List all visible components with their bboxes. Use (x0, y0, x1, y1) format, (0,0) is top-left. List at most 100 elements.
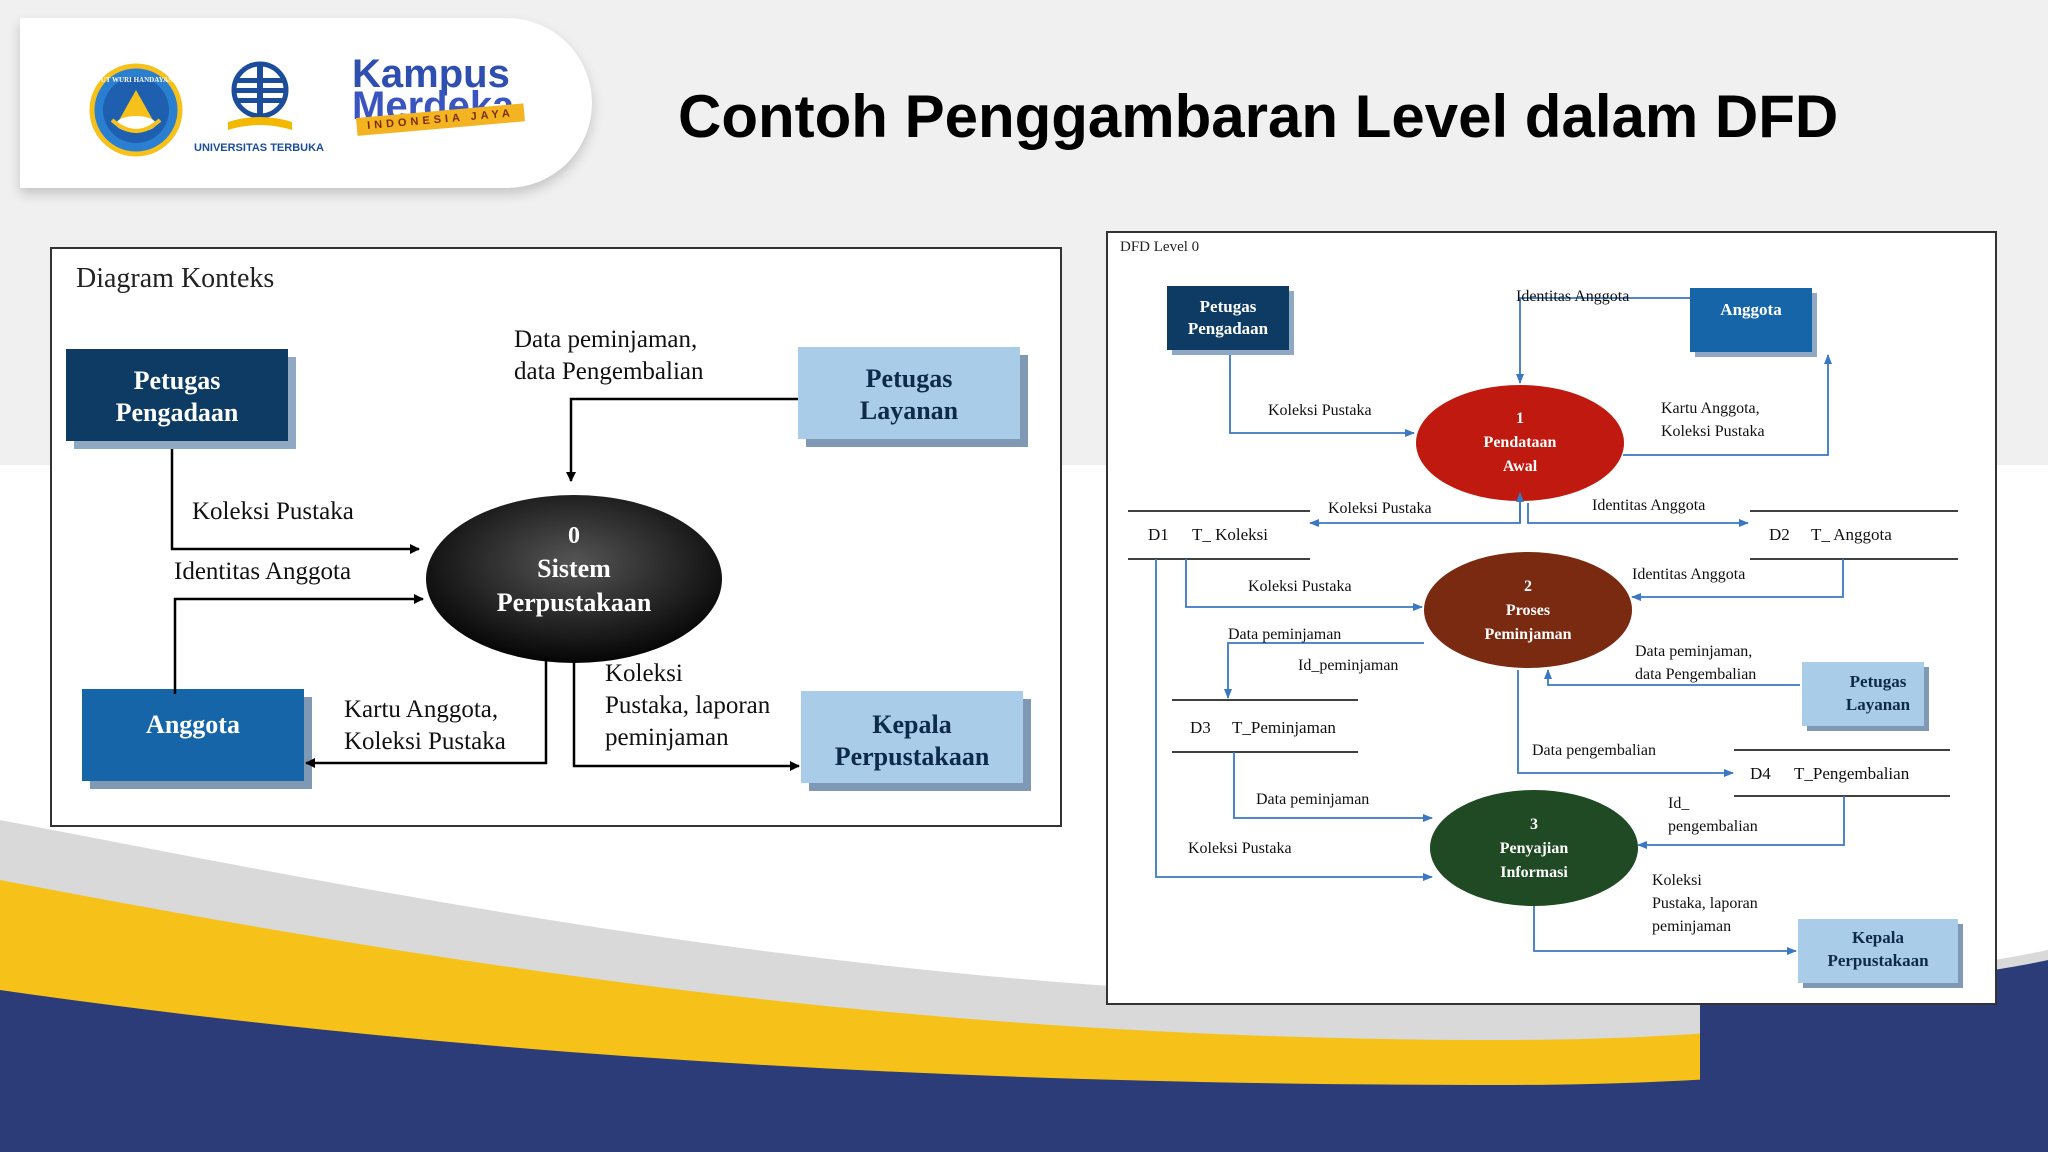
svg-text:Perpustakaan: Perpustakaan (1827, 951, 1929, 970)
flow-label-koleksi-pustaka-2: Koleksi Pustaka (344, 728, 506, 755)
dfd-arrow-identitas-anggota-d2 (1527, 503, 1749, 527)
dfd-arrow-koleksi-laporan (1533, 906, 1797, 955)
svg-text:Layanan: Layanan (860, 396, 959, 425)
svg-text:D1: D1 (1148, 525, 1169, 544)
dfd-label-koleksi-pustaka-2: Koleksi Pustaka (1248, 578, 1352, 595)
dfd-label-peminjaman: peminjaman (1652, 918, 1731, 935)
flow-label-data-peminjaman: Data peminjaman, (514, 326, 697, 353)
svg-text:1: 1 (1516, 410, 1524, 427)
kampus-merdeka-line1: Kampus (352, 52, 510, 96)
dfd-label-koleksi-pustaka-1: Koleksi Pustaka (1268, 402, 1372, 419)
dfd-label-koleksi-pustaka-3: Koleksi Pustaka (1188, 840, 1292, 857)
dfd-store-t-peminjaman: D3 T_Peminjaman (1172, 699, 1358, 753)
dfd-process-proses-peminjaman: 2 Proses Peminjaman (1424, 552, 1632, 668)
dfd-label-koleksi-pustaka-d1: Koleksi Pustaka (1328, 500, 1432, 517)
svg-text:Kepala: Kepala (1852, 928, 1904, 947)
svg-text:Pengadaan: Pengadaan (116, 398, 239, 427)
flow-data-peminjaman-arrow (566, 397, 798, 482)
svg-text:D3: D3 (1190, 718, 1211, 737)
flow-label-identitas-anggota: Identitas Anggota (174, 558, 351, 585)
dfd-level0-panel: DFD Level 0 Petugas Pengadaan Anggota Pe… (1106, 231, 1997, 1005)
svg-text:T_ Koleksi: T_ Koleksi (1192, 525, 1268, 544)
svg-text:Petugas: Petugas (866, 364, 953, 393)
context-diagram-title: Diagram Konteks (76, 263, 274, 294)
dfd-process-penyajian-informasi: 3 Penyajian Informasi (1430, 790, 1638, 906)
svg-text:T_Peminjaman: T_Peminjaman (1232, 718, 1336, 737)
dfd-store-t-koleksi: D1 T_ Koleksi (1128, 510, 1310, 560)
dfd-store-t-pengembalian: D4 T_Pengembalian (1734, 749, 1950, 797)
svg-text:2: 2 (1524, 578, 1532, 595)
flow-label-koleksi: Koleksi (605, 660, 683, 687)
flow-koleksi-pustaka-arrow (170, 449, 420, 554)
dfd-entity-petugas-layanan: Petugas Layanan (1802, 662, 1929, 731)
svg-text:Perpustakaan: Perpustakaan (497, 588, 652, 617)
svg-text:Perpustakaan: Perpustakaan (835, 742, 990, 771)
svg-text:Anggota: Anggota (146, 710, 240, 739)
dfd-label-identitas-anggota-top: Identitas Anggota (1516, 288, 1629, 305)
entity-petugas-pengadaan: Petugas Pengadaan (66, 349, 296, 449)
dfd-label-id-peminjaman: Id_peminjaman (1298, 657, 1398, 674)
svg-text:Petugas: Petugas (134, 366, 221, 395)
dfd-entity-kepala-perpustakaan: Kepala Perpustakaan (1798, 919, 1963, 988)
dfd-label-identitas-anggota-2: Identitas Anggota (1632, 566, 1745, 583)
svg-text:0: 0 (568, 523, 580, 549)
svg-text:3: 3 (1530, 816, 1538, 833)
dfd-level0-title: DFD Level 0 (1120, 239, 1199, 255)
dfd-arrow-koleksi-pustaka-2 (1185, 559, 1423, 611)
emblem-text: TUT WURI HANDAYANI (96, 76, 176, 84)
dfd-label-data-pengembalian: Data pengembalian (1532, 742, 1656, 759)
dfd-arrow-identitas-anggota-top (1516, 297, 1690, 384)
dfd-arrow-data-peminjaman-d3 (1224, 642, 1424, 699)
dfd-label-data-peminjaman-d3: Data peminjaman (1228, 626, 1341, 643)
entity-petugas-layanan: Petugas Layanan (798, 347, 1028, 447)
dfd-label-data-peminjaman-3: Data peminjaman (1256, 791, 1369, 808)
svg-text:T_ Anggota: T_ Anggota (1811, 525, 1892, 544)
svg-text:Informasi: Informasi (1500, 864, 1568, 881)
dfd-label-identitas-anggota-d2: Identitas Anggota (1592, 497, 1705, 514)
flow-label-kartu-anggota: Kartu Anggota, (344, 696, 498, 723)
dfd-arrow-koleksi-pustaka-1 (1229, 355, 1415, 437)
slide-title: Contoh Penggambaran Level dalam DFD (678, 83, 1839, 150)
svg-text:Pengadaan: Pengadaan (1188, 319, 1269, 338)
dfd-label-kartu-anggota-2: Koleksi Pustaka (1661, 423, 1765, 440)
flow-label-pustaka-laporan: Pustaka, laporan (605, 692, 771, 719)
dfd-arrow-kartu-anggota (1623, 354, 1832, 456)
dfd-entity-anggota: Anggota (1690, 288, 1817, 357)
svg-text:Petugas: Petugas (1200, 297, 1257, 316)
svg-text:Kepala: Kepala (872, 710, 951, 739)
dfd-arrow-id-pengembalian (1637, 796, 1845, 849)
svg-text:Layanan: Layanan (1846, 695, 1911, 714)
dfd-label-koleksi: Koleksi (1652, 872, 1702, 889)
svg-text:T_Pengembalian: T_Pengembalian (1794, 764, 1910, 783)
entity-kepala-perpustakaan: Kepala Perpustakaan (801, 691, 1031, 791)
flow-label-peminjaman: peminjaman (605, 724, 729, 751)
ut-caption: UNIVERSITAS TERBUKA (194, 142, 324, 154)
dfd-arrow-data-peminjaman-3 (1233, 752, 1433, 822)
dfd-arrow-data-peminjaman-layanan (1544, 669, 1800, 686)
dfd-arrow-data-pengembalian (1517, 670, 1734, 777)
tut-wuri-handayani-logo: TUT WURI HANDAYANI (89, 63, 183, 157)
svg-text:Awal: Awal (1503, 458, 1538, 475)
svg-text:Petugas: Petugas (1850, 672, 1907, 691)
flow-koleksi-laporan-arrow (572, 663, 800, 771)
universitas-terbuka-logo (228, 61, 292, 130)
flow-label-data-pengembalian: data Pengembalian (514, 358, 704, 385)
dfd-arrow-koleksi-pustaka-3 (1155, 559, 1433, 881)
svg-text:Anggota: Anggota (1720, 300, 1782, 319)
dfd-label-pengembalian: pengembalian (1668, 818, 1758, 835)
flow-identitas-anggota-arrow (173, 594, 424, 694)
svg-text:Penyajian: Penyajian (1500, 840, 1569, 857)
entity-anggota: Anggota (82, 689, 312, 789)
flow-label-koleksi-pustaka: Koleksi Pustaka (192, 498, 354, 525)
dfd-store-t-anggota: D2 T_ Anggota (1750, 510, 1958, 560)
dfd-label-pustaka-laporan: Pustaka, laporan (1652, 895, 1758, 912)
svg-text:Sistem: Sistem (537, 554, 611, 583)
dfd-arrow-identitas-anggota-2 (1631, 559, 1844, 601)
dfd-label-id: Id_ (1668, 795, 1690, 812)
svg-text:Proses: Proses (1506, 602, 1550, 619)
svg-text:Pendataan: Pendataan (1484, 434, 1557, 451)
dfd-process-pendataan-awal: 1 Pendataan Awal (1416, 385, 1624, 501)
dfd-label-data-peminjaman-layanan-2: data Pengembalian (1635, 666, 1756, 683)
svg-text:D2: D2 (1769, 525, 1790, 544)
dfd-label-data-peminjaman-layanan-1: Data peminjaman, (1635, 643, 1752, 660)
